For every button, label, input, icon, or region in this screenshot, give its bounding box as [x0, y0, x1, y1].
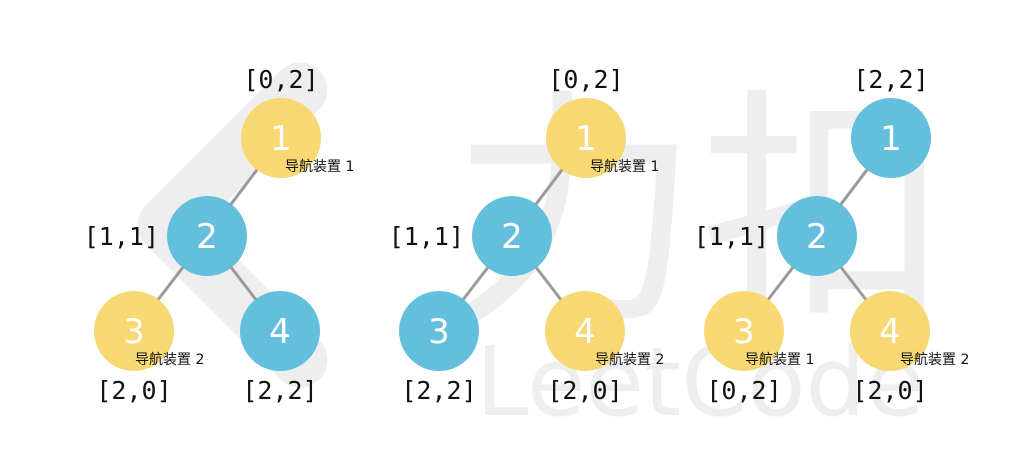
tree-node-1: 1 [0,2] 导航装置 1	[546, 65, 659, 178]
node-coord: [0,2]	[243, 65, 318, 94]
device-label: 导航装置 1	[590, 159, 659, 175]
tree-node-3: 3 [2,0] 导航装置 2	[94, 291, 204, 405]
node-coord: [2,0]	[852, 376, 927, 405]
node-circle	[240, 291, 320, 371]
tree-node-4: 4 [2,0] 导航装置 2	[850, 291, 969, 405]
node-circle	[241, 98, 321, 178]
node-coord: [0,2]	[706, 376, 781, 405]
node-circle	[94, 291, 174, 371]
tree-1: 1 [0,2] 导航装置 1 2 [1,1] 3 [2,0] 导航装置 2 4 [2,2]	[84, 65, 355, 405]
edge-2-4	[228, 265, 259, 302]
node-circle	[545, 291, 625, 371]
device-label: 导航装置 2	[135, 352, 204, 368]
node-circle	[851, 98, 931, 178]
node-circle	[704, 291, 784, 371]
node-label: 2	[806, 217, 828, 257]
node-coord: [2,2]	[242, 376, 317, 405]
node-label: 2	[196, 217, 218, 257]
device-label: 导航装置 2	[900, 352, 969, 368]
node-circle	[472, 196, 552, 276]
node-label: 3	[123, 312, 145, 352]
node-coord: [2,0]	[547, 376, 622, 405]
tree-node-3: 3 [2,2]	[399, 291, 479, 405]
node-label: 1	[575, 119, 597, 159]
tree-node-1: 1 [0,2] 导航装置 1	[241, 65, 354, 178]
node-circle	[167, 196, 247, 276]
node-circle	[399, 291, 479, 371]
edge-1-2	[228, 167, 260, 207]
tree-3: 1 [2,2] 2 [1,1] 3 [0,2] 导航装置 1 4 [2,0] 导航装置 2	[694, 65, 970, 405]
node-coord: [1,1]	[84, 222, 159, 251]
node-coord: [2,2]	[853, 65, 928, 94]
tree-node-2: 2 [1,1]	[84, 196, 247, 276]
node-coord: [1,1]	[694, 222, 769, 251]
node-circle	[850, 291, 930, 371]
edge-2-4	[838, 265, 869, 302]
tree-2: 1 [0,2] 导航装置 1 2 [1,1] 3 [2,2] 4 [2,0] 导航装置 2	[389, 65, 665, 405]
node-label: 1	[880, 119, 902, 159]
node-coord: [2,0]	[96, 376, 171, 405]
node-coord: [1,1]	[389, 222, 464, 251]
edge-2-4	[533, 265, 564, 302]
device-label: 导航装置 1	[745, 352, 814, 368]
device-label: 导航装置 2	[595, 352, 664, 368]
node-circle	[546, 98, 626, 178]
trees-layer: 1[0,2]导航装置 12[1,1]3[2,0]导航装置 24[2,2]1[0,…	[84, 65, 970, 405]
node-circle	[777, 196, 857, 276]
node-label: 4	[574, 312, 596, 352]
edge-1-2	[533, 167, 565, 207]
tree-node-4: 4 [2,0] 导航装置 2	[545, 291, 664, 405]
node-coord: [2,2]	[401, 376, 476, 405]
edge-2-3	[460, 265, 491, 302]
node-coord: [0,2]	[548, 65, 623, 94]
edge-2-3	[765, 265, 796, 302]
edge-1-2	[838, 167, 870, 207]
device-label: 导航装置 1	[285, 159, 354, 175]
tree-node-3: 3 [0,2] 导航装置 1	[704, 291, 814, 405]
tree-node-2: 2 [1,1]	[389, 196, 552, 276]
node-label: 2	[501, 217, 523, 257]
tree-node-4: 4 [2,2]	[240, 291, 320, 405]
tree-node-2: 2 [1,1]	[694, 196, 857, 276]
edge-2-3	[155, 265, 186, 302]
node-label: 1	[270, 119, 292, 159]
node-label: 3	[428, 312, 450, 352]
node-label: 3	[733, 312, 755, 352]
node-label: 4	[269, 312, 291, 352]
node-label: 4	[879, 312, 901, 352]
tree-node-1: 1 [2,2]	[851, 65, 931, 178]
